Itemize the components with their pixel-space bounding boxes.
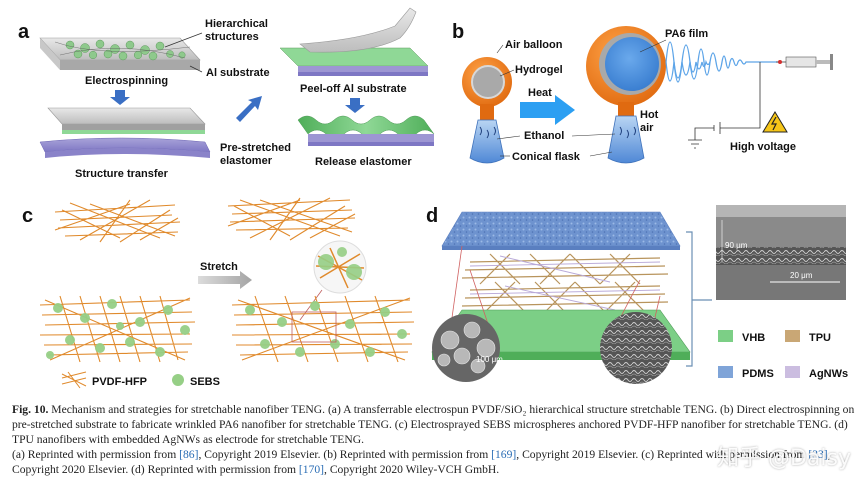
legend-agnws: AgNWs bbox=[809, 368, 848, 380]
label-high-voltage: High voltage bbox=[730, 141, 796, 153]
figure-caption: Fig. 10. Mechanism and strategies for st… bbox=[12, 402, 857, 477]
mesh-with-sebs-left bbox=[39, 295, 196, 363]
label-pre-stretched: Pre-stretched bbox=[220, 142, 291, 154]
legend-swatch-tpu bbox=[785, 330, 800, 342]
label-al-substrate: Al substrate bbox=[206, 67, 270, 79]
legend-tpu: TPU bbox=[809, 332, 831, 344]
arrow-stretch bbox=[198, 271, 252, 289]
panel-a: a Hierarchical structures Al substrate E… bbox=[18, 7, 435, 180]
label-air-balloon: Air balloon bbox=[505, 39, 563, 51]
caption-text: Mechanism and strategies for stretchable… bbox=[12, 403, 855, 446]
legend-pvdf: PVDF-HFP bbox=[92, 376, 147, 388]
legend-swatch-vhb bbox=[718, 330, 733, 342]
mesh-with-sebs-stretched bbox=[231, 295, 415, 363]
panel-d: d 100 μm bbox=[426, 205, 848, 384]
ref-link-86[interactable]: [86] bbox=[179, 448, 199, 461]
ref-link-170[interactable]: [170] bbox=[298, 463, 325, 476]
syringe-icon bbox=[776, 54, 833, 70]
panel-label-d: d bbox=[426, 205, 438, 227]
sem-inset-left: 100 μm bbox=[432, 314, 503, 382]
ref-link-169[interactable]: [169] bbox=[491, 448, 517, 461]
layer-pdms-top bbox=[441, 211, 681, 247]
legend-d: VHB TPU PDMS AgNWs bbox=[718, 330, 848, 380]
sem-scale-100: 100 μm bbox=[476, 355, 503, 364]
panel-c: c PVDF-HFP SEBS Stretch bbox=[22, 197, 415, 389]
sem-scale-90: 90 μm bbox=[725, 241, 748, 250]
legend-swatch-pdms bbox=[718, 366, 733, 378]
legend-swatch-sebs bbox=[172, 374, 184, 386]
slab-hierarchical bbox=[39, 37, 201, 70]
legend-sebs: SEBS bbox=[190, 376, 220, 388]
arrow-down-a2 bbox=[345, 98, 365, 113]
legend-swatch-agnws bbox=[785, 366, 800, 378]
fiber-jet-wave bbox=[665, 41, 782, 83]
watermark: 知乎 @Daisy bbox=[716, 446, 851, 471]
legend-vhb: VHB bbox=[742, 332, 765, 344]
slab-transfer bbox=[39, 107, 211, 158]
bracket-d bbox=[686, 231, 712, 367]
slab-released bbox=[297, 115, 435, 146]
label-electrospinning: Electrospinning bbox=[85, 75, 168, 87]
circuit-wire bbox=[688, 62, 761, 149]
balloon-small bbox=[462, 57, 512, 164]
arrow-down-a1 bbox=[110, 90, 130, 105]
label-hierarchical: Hierarchical bbox=[205, 18, 268, 30]
slab-peel-off bbox=[279, 7, 429, 76]
panel-b: b Air balloon Hydrogel Heat PA6 film Hot… bbox=[452, 21, 833, 164]
label-hydrogel: Hydrogel bbox=[515, 64, 563, 76]
panel-label-a: a bbox=[18, 21, 30, 43]
ref-link-33[interactable]: [33] bbox=[808, 448, 828, 461]
arrow-diagonal-a bbox=[236, 96, 262, 122]
legend-pdms: PDMS bbox=[742, 368, 774, 380]
label-peel-off: Peel-off Al substrate bbox=[300, 83, 407, 95]
figure-number: Fig. 10. bbox=[12, 403, 49, 416]
layer-tpu-mesh-2 bbox=[461, 281, 669, 313]
label-pa6-film: PA6 film bbox=[665, 28, 708, 40]
panel-label-b: b bbox=[452, 21, 464, 43]
label-release-elastomer: Release elastomer bbox=[315, 156, 412, 168]
mesh-unstretched-top bbox=[54, 199, 181, 243]
arrow-heat bbox=[520, 95, 575, 125]
label-air: air bbox=[640, 122, 654, 134]
balloon-large bbox=[586, 26, 666, 164]
caption-credits: (a) Reprinted with permission from [86],… bbox=[12, 448, 831, 476]
panel-label-c: c bbox=[22, 205, 33, 227]
legend-swatch-pvdf bbox=[61, 371, 87, 389]
label-conical-flask: Conical flask bbox=[512, 151, 581, 163]
label-stretch: Stretch bbox=[200, 261, 238, 273]
caption-main: Fig. 10. Mechanism and strategies for st… bbox=[12, 402, 857, 447]
layer-tpu-mesh-1 bbox=[461, 253, 669, 285]
sem-inset-right bbox=[600, 312, 672, 384]
sem-scale-20: 20 μm bbox=[790, 271, 813, 280]
label-structure-transfer: Structure transfer bbox=[75, 168, 169, 180]
label-heat: Heat bbox=[528, 87, 552, 99]
sem-cross-section: 90 μm 20 μm bbox=[716, 205, 846, 300]
high-voltage-icon bbox=[762, 111, 788, 133]
zoom-inset-c bbox=[313, 240, 367, 294]
label-hot: Hot bbox=[640, 109, 659, 121]
label-elastomer: elastomer bbox=[220, 155, 273, 167]
figure-illustration: a Hierarchical structures Al substrate E… bbox=[18, 7, 848, 389]
label-structures: structures bbox=[205, 31, 259, 43]
label-ethanol: Ethanol bbox=[524, 130, 564, 142]
mesh-unstretched-top-right bbox=[227, 197, 356, 241]
